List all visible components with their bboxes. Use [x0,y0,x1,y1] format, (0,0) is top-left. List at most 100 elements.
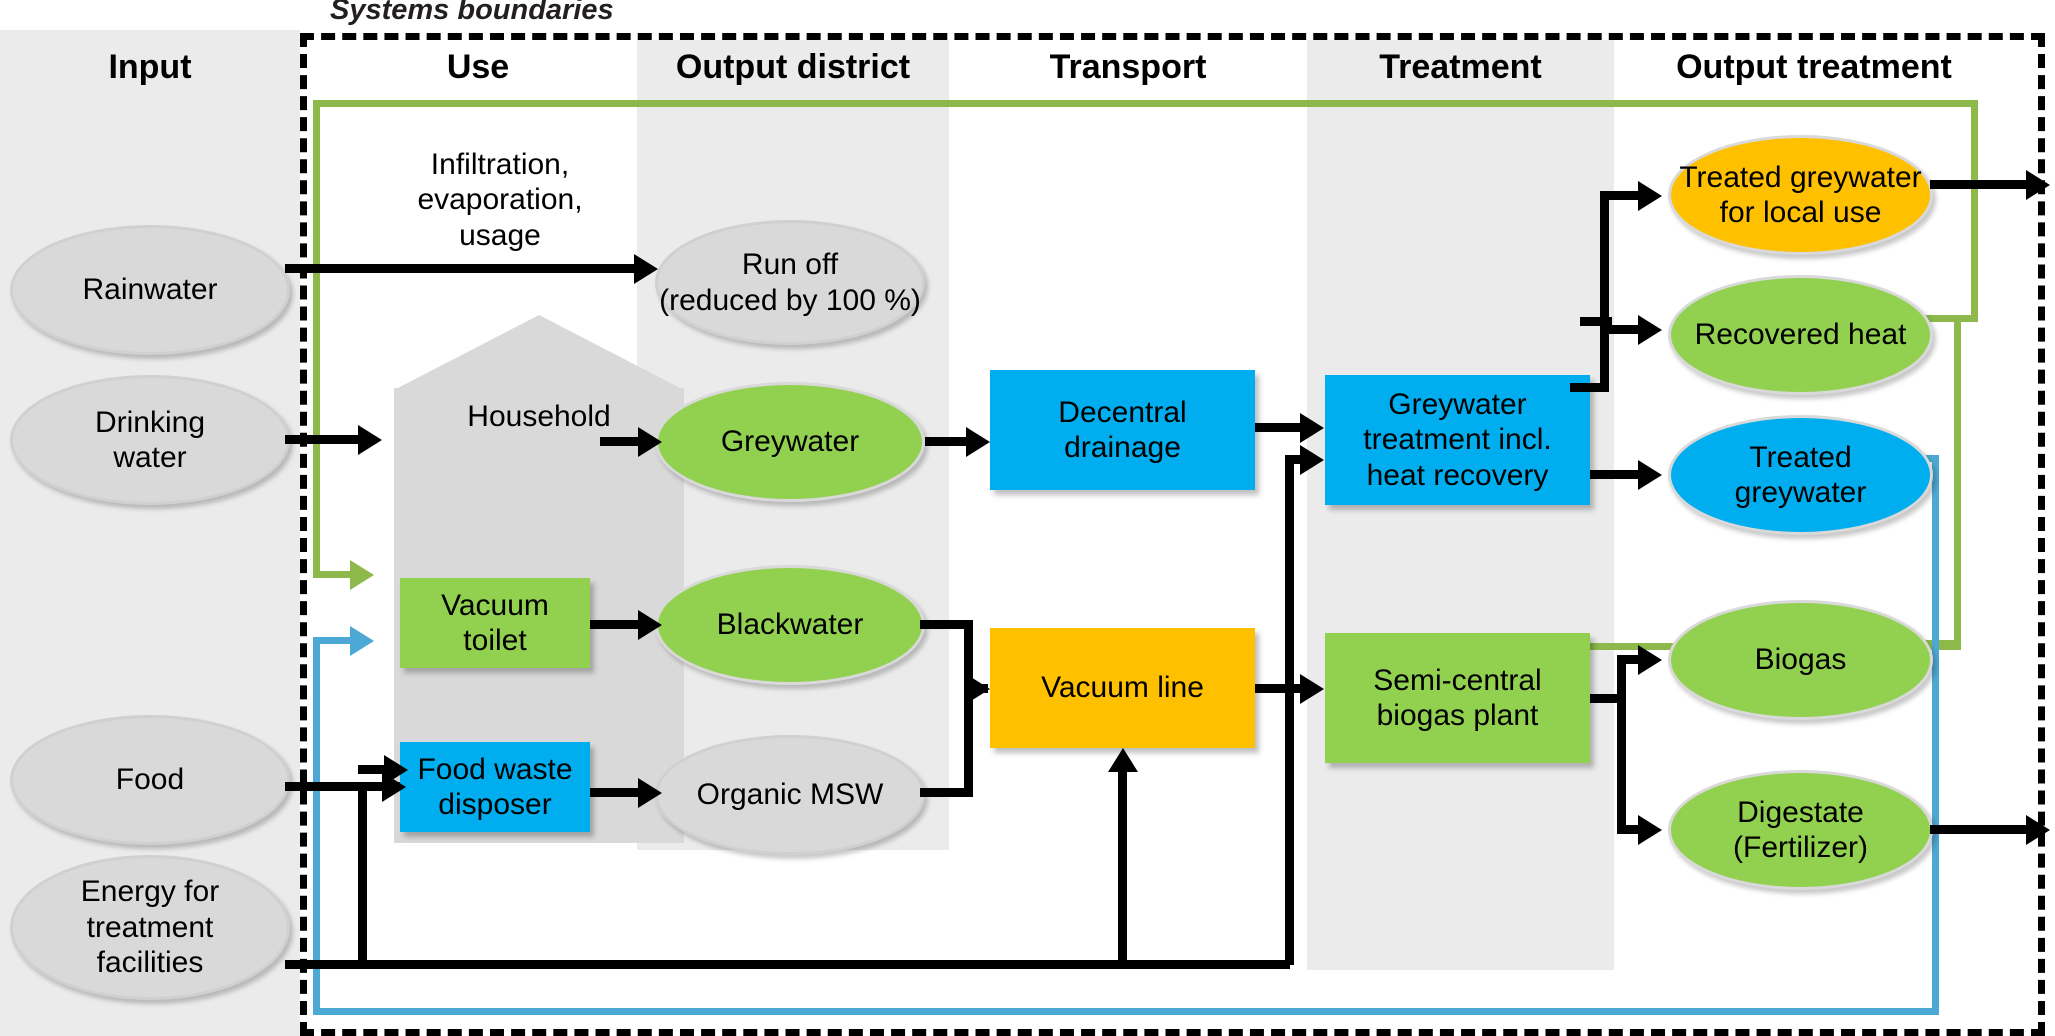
edge-vacuumtoilet-blackwater [590,620,648,629]
edge-plant-biogas-vert [1617,655,1626,703]
systems-boundary-label: Systems boundaries [330,0,614,26]
node-vacuum-line[interactable]: Vacuum line [990,628,1255,748]
node-food[interactable]: Food [10,715,290,845]
edge-vacuumline-biogasplant [1255,684,1310,693]
edge-energy-to-vacuumline-arrow [1108,748,1138,772]
node-run-off[interactable]: Run off (reduced by 100 %) [655,220,925,345]
column-header-output-district: Output district [675,48,911,86]
edge-energy-treatment-vert [1285,455,1294,965]
edge-treatment-treatedgw [1590,470,1648,479]
edge-treatment-localuse-vert [1600,191,1609,391]
edge-energy-to-vacuumline-vert [1118,770,1127,965]
node-greywater-treatment[interactable]: Greywater treatment incl. heat recovery [1325,375,1590,505]
edge-plant-biogas-arrow [1638,645,1662,675]
node-decentral-drainage[interactable]: Decentral drainage [990,370,1255,490]
blue-loop-left-vert [313,637,320,1015]
node-infiltration-label: Infiltration, evaporation, usage [417,147,583,252]
node-run-off-label: Run off (reduced by 100 %) [659,248,921,317]
node-infiltration: Infiltration, evaporation, usage [350,140,650,260]
node-biogas-plant[interactable]: Semi-central biogas plant [1325,633,1590,763]
edge-drinkingwater-household [285,435,363,444]
node-vacuum-toilet-label: Vacuum toilet [441,588,549,657]
node-rainwater[interactable]: Rainwater [10,225,290,355]
edge-energy-to-disposer-h [358,765,398,774]
node-greywater[interactable]: Greywater [655,382,925,502]
edge-merge-to-vacuumline-arrow [966,674,990,704]
green-loop-to-heat [1920,315,1978,322]
column-header-transport: Transport [1049,48,1207,86]
node-treated-greywater[interactable]: Treated greywater [1668,415,1933,535]
edge-household-greywater-arrow [638,427,662,457]
column-header-use: Use [446,48,510,86]
edge-energy-to-disposer-arrow [384,755,408,785]
edge-greywater-drainage [925,437,978,446]
systems-boundary-box [300,33,2045,1036]
node-biogas-plant-label: Semi-central biogas plant [1373,663,1542,732]
edge-drainage-treatment-arrow [1300,413,1324,443]
column-band-treatment [1307,40,1614,970]
node-vacuum-toilet[interactable]: Vacuum toilet [400,578,590,668]
node-greywater-treatment-label: Greywater treatment incl. heat recovery [1363,387,1552,492]
green-loop-arrowhead [350,560,374,590]
node-organic-msw[interactable]: Organic MSW [655,735,925,855]
node-recovered-heat[interactable]: Recovered heat [1668,275,1933,395]
green-loop-top [313,100,1978,107]
edge-localuse-export [1930,180,2030,189]
edge-treatment-localuse-h-bottom [1570,383,1609,392]
green-loop-right [1971,100,1978,322]
node-energy-for-treatment[interactable]: Energy for treatment facilities [10,855,290,1000]
node-energy-label: Energy for treatment facilities [80,875,220,980]
node-digestate-label: Digestate (Fertilizer) [1733,795,1868,864]
edge-digestate-export [1930,825,2030,834]
edge-digestate-export-arrow [2026,815,2050,845]
edge-treatment-heat-h-base [1580,317,1612,326]
edge-blackwater-merge-h [920,620,973,629]
edge-plant-digestate-vert [1617,694,1626,834]
edge-treatment-heat-arrow [1638,315,1662,345]
edge-greywater-drainage-arrow [966,427,990,457]
column-header-output-treatment: Output treatment [1676,48,1952,86]
edge-energy-main-h [285,960,1290,969]
edge-disposer-msw-arrow [638,778,662,808]
edge-treatment-localuse-h-top [1600,191,1648,200]
green-biogas-right-vert [1954,318,1961,648]
edge-plant-biogas-h [1617,655,1648,664]
edge-drinkingwater-household-arrow [358,425,382,455]
household-roof-icon [394,315,684,390]
edge-energy-treatment-arrow [1300,445,1324,475]
node-digestate[interactable]: Digestate (Fertilizer) [1668,770,1933,890]
node-treated-greywater-local[interactable]: Treated greywater for local use [1668,135,1933,255]
node-biogas[interactable]: Biogas [1668,600,1933,720]
edge-energy-to-disposer-vert [358,782,367,965]
green-loop-left [313,100,320,578]
edge-rainwater-runoff-arrow [634,254,658,284]
edge-treatment-treatedgw-arrow [1638,460,1662,490]
household-label: Household [467,400,611,433]
edge-energy-treatment-h [1285,455,1311,464]
node-blackwater[interactable]: Blackwater [655,565,925,685]
edge-drainage-treatment-h1 [1255,423,1310,432]
edge-plant-digestate-h [1617,825,1648,834]
node-food-waste-disposer-label: Food waste disposer [417,752,573,821]
edge-rainwater-runoff [285,264,640,273]
edge-treatment-heat-vert [1603,317,1612,332]
edge-household-greywater [600,437,648,446]
green-loop-to-household [313,571,353,578]
edge-localuse-export-arrow [2026,170,2050,200]
blue-loop-arrowhead [350,626,374,656]
edge-vacuumline-biogasplant-arrow [1300,674,1324,704]
blue-loop-bottom [313,1008,1939,1015]
node-drinking-water-label: Drinking water [94,405,206,474]
edge-disposer-msw [590,788,648,797]
blue-loop-to-household [313,637,353,644]
node-food-waste-disposer[interactable]: Food waste disposer [400,742,590,832]
edge-treatment-heat-h [1603,325,1648,334]
edge-food-disposer [285,782,400,791]
column-header-treatment: Treatment [1379,48,1542,86]
edge-merge-vert [964,620,973,797]
column-header-input: Input [108,48,192,86]
node-drinking-water[interactable]: Drinking water [10,375,290,505]
edge-msw-merge-h [920,788,973,797]
node-treated-greywater-local-label: Treated greywater for local use [1679,160,1922,229]
